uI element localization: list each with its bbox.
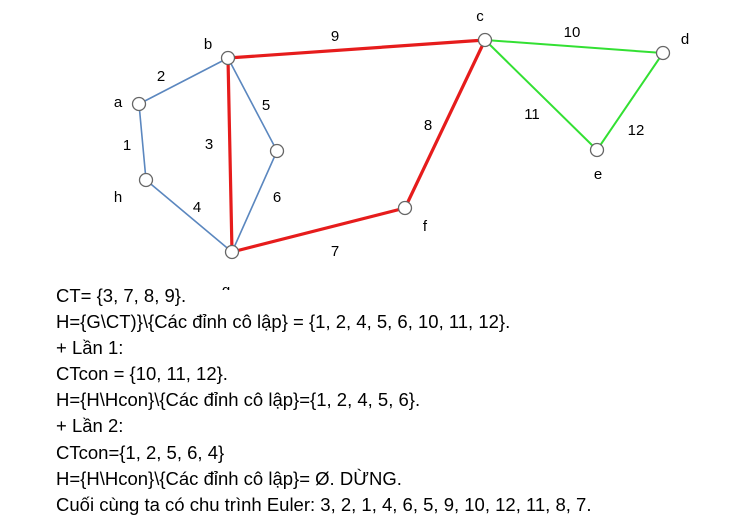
edge-label-9: 9	[331, 28, 339, 45]
edge-2	[138, 57, 229, 105]
text-line-ct: CT= {3, 7, 8, 9}.	[56, 285, 187, 306]
edge-1	[138, 103, 147, 181]
vertex-c	[477, 32, 493, 48]
vertex-a	[131, 96, 147, 112]
edge-label-5: 5	[262, 97, 270, 114]
vertex-e	[589, 142, 605, 158]
vertex-b	[220, 50, 236, 66]
edge-6	[231, 150, 278, 253]
edge-label-12: 12	[628, 122, 645, 139]
text-line-h-step-2: H={H\Hcon}\{Các đỉnh cô lập}= Ø. DỪNG.	[56, 467, 402, 489]
edge-label-6: 6	[273, 189, 281, 206]
edge-11	[484, 39, 598, 151]
vertex-d	[655, 45, 671, 61]
edge-label-8: 8	[424, 117, 432, 134]
edge-label-1: 1	[123, 137, 131, 154]
text-line-h-step-1: H={H\Hcon}\{Các đỉnh cô lập}={1, 2, 4, 5…	[56, 389, 421, 411]
edge-12	[596, 52, 664, 151]
vertex-label-e: e	[594, 166, 602, 183]
edge-9	[226, 38, 487, 60]
edge-10	[484, 39, 664, 54]
vertex-label-h: h	[114, 189, 122, 206]
vertex-g	[224, 244, 240, 260]
vertex-label-a: a	[114, 94, 123, 111]
vertex-f	[397, 200, 413, 216]
edge-8	[403, 38, 487, 210]
explanation-text: CT= {3, 7, 8, 9}. H={G\CT)}\{Các đỉnh cô…	[56, 283, 731, 518]
vertex-label-g: g	[222, 282, 230, 290]
vertex-label-f: f	[423, 218, 428, 235]
edge-label-11: 11	[524, 106, 540, 123]
edge-3	[226, 56, 234, 254]
edge-label-10: 10	[564, 24, 581, 41]
edge-5	[227, 57, 278, 152]
text-line-ctcon-1: CTcon = {10, 11, 12}.	[56, 363, 228, 385]
edge-label-7: 7	[331, 243, 339, 260]
edge-label-3: 3	[205, 136, 213, 153]
text-line-h-initial: H={G\CT)}\{Các đỉnh cô lập} = {1, 2, 4, …	[56, 311, 511, 333]
edge-label-4: 4	[193, 199, 201, 216]
edge-7	[230, 206, 407, 254]
text-line-step-2-heading: + Lần 2:	[56, 415, 124, 437]
text-line-ctcon-2: CTcon={1, 2, 5, 6, 4}	[56, 441, 225, 463]
vertex-label-b: b	[204, 36, 212, 53]
text-line-step-1-heading: + Lần 1:	[56, 337, 124, 359]
vertex-m	[269, 143, 285, 159]
edge-label-2: 2	[157, 68, 165, 85]
text-line-euler-result: Cuối cùng ta có chu trình Euler: 3, 2, 1…	[56, 493, 592, 515]
vertex-label-c: c	[476, 8, 484, 25]
vertex-label-d: d	[681, 31, 689, 48]
vertex-h	[138, 172, 154, 188]
edge-4	[145, 179, 233, 253]
